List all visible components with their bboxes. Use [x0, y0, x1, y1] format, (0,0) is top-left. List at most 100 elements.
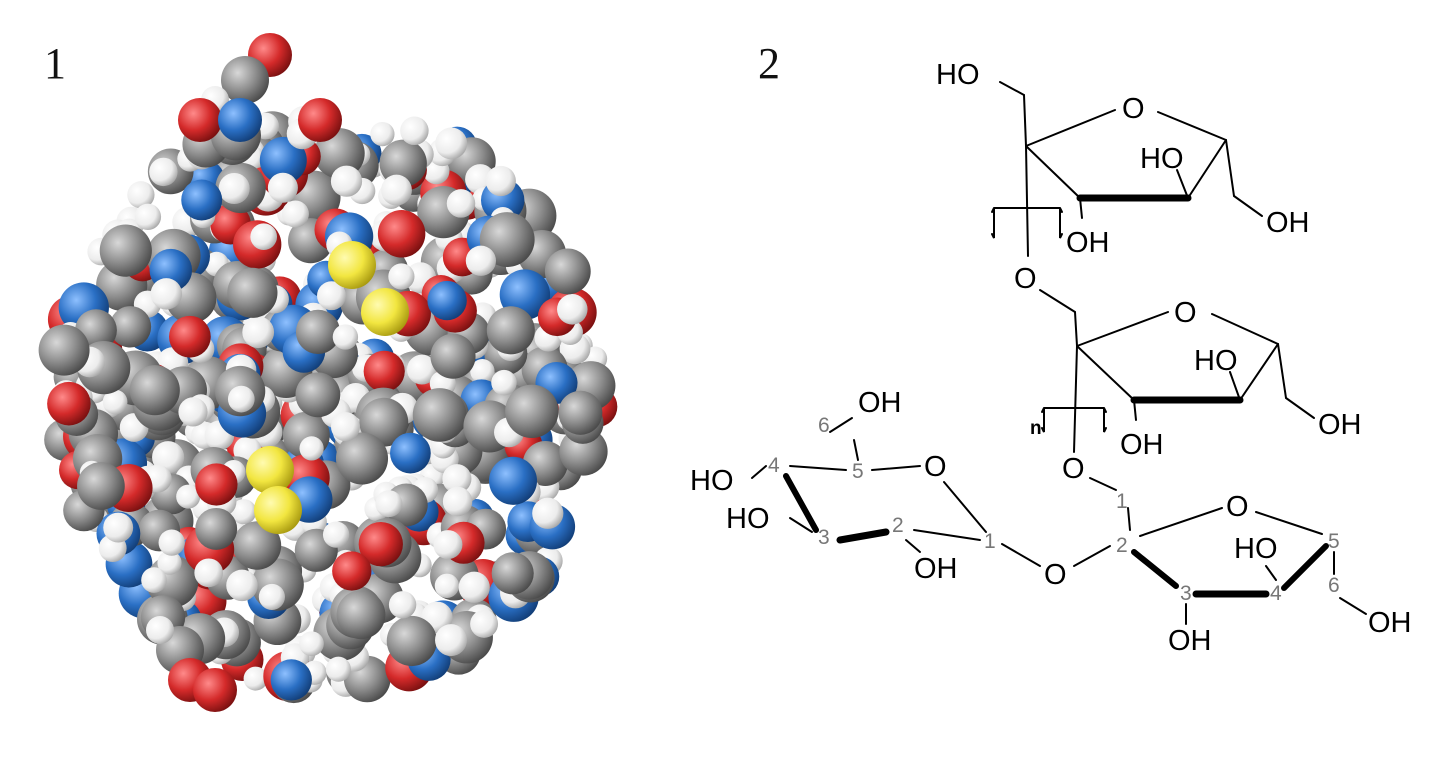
link-bond [1127, 507, 1131, 531]
repeat-n-label: n [1030, 418, 1042, 439]
atom-sphere [406, 354, 437, 385]
atom-sphere [150, 278, 183, 310]
glc-c3-ho-label: HO [726, 503, 770, 535]
glc-ring-bond [789, 465, 847, 471]
fru-ring-bond [1255, 511, 1323, 535]
fru-c3-oh-label: OH [1168, 625, 1212, 657]
atom-sphere [386, 615, 437, 667]
atom-sphere [400, 116, 429, 146]
atom-sphere [134, 203, 162, 230]
glc-ring-bold-bond [836, 528, 890, 544]
link-o1-label: O [1014, 263, 1037, 295]
atom-sphere [458, 571, 490, 603]
link-o2-label: O [1062, 453, 1085, 485]
fru-ring-bold-bond [1131, 549, 1179, 589]
fru-oh-bond [1265, 565, 1277, 581]
atom-sphere [505, 384, 559, 438]
atom-sphere [435, 624, 467, 657]
glc-c2-oh-label: OH [914, 553, 958, 585]
atom-sphere [129, 365, 180, 416]
atom-sphere [332, 324, 359, 350]
glc-num-3: 3 [818, 526, 830, 549]
atom-sphere [221, 56, 269, 104]
atom-sphere [243, 666, 268, 691]
atom-sphere [281, 200, 309, 228]
mid-ring-o-label: O [1174, 297, 1197, 329]
top-ring-bond [1157, 111, 1227, 141]
repeat-bracket-right-2 [1103, 407, 1107, 433]
fru-num-5: 5 [1328, 530, 1340, 553]
glc-c4-ho-label: HO [690, 465, 734, 497]
glc-c6-bond [829, 417, 853, 433]
atom-sphere [379, 139, 427, 187]
atom-sphere [370, 121, 395, 147]
atom-sphere [390, 432, 431, 474]
atom-sphere [250, 223, 278, 251]
atom-sphere [465, 245, 497, 276]
repeat-bracket-right [1059, 207, 1063, 239]
atom-sphere [181, 179, 223, 221]
mid-ring-oh-bottom-label: OH [1120, 429, 1164, 461]
atom-sphere [141, 567, 167, 593]
atom-sphere [178, 98, 222, 142]
atom-sphere [194, 558, 224, 588]
atom-sphere [227, 385, 255, 413]
atom-sphere [176, 484, 201, 509]
top-ring-o-label: O [1122, 93, 1145, 125]
top-ring-bond [1025, 109, 1116, 147]
glc-ring-bond [943, 481, 987, 533]
atom-sphere [322, 521, 350, 548]
fru-num-3: 3 [1180, 582, 1192, 605]
atom-sphere [486, 306, 535, 355]
repeat-bracket-left [991, 207, 995, 239]
mid-ring-bond [1076, 345, 1135, 401]
atom-sphere [99, 224, 152, 277]
atom-sphere [299, 436, 324, 461]
top-ch2oh-label: HO [936, 59, 980, 91]
sulfur-atom-sphere [328, 241, 376, 289]
mid-ch2-bond [1277, 343, 1287, 399]
atom-sphere [193, 668, 237, 712]
atom-sphere [335, 432, 389, 485]
glycosidic-o-label: O [1044, 559, 1067, 591]
top-ring-bond [1025, 145, 1081, 199]
fru-c6-oh-label: OH [1368, 607, 1412, 639]
fru-ring-bold-bond [1281, 543, 1329, 591]
mid-ring-ho-label: HO [1194, 345, 1238, 377]
atom-sphere [558, 390, 603, 435]
link-bond [1089, 477, 1117, 491]
atom-sphere [270, 659, 312, 701]
link-bond [1039, 289, 1076, 313]
mid-link-bond [1073, 345, 1078, 453]
mid-ch2-bond [1074, 311, 1078, 347]
atom-sphere [332, 551, 372, 591]
mid-ring-bond [1211, 313, 1279, 345]
atom-sphere [127, 181, 155, 209]
glc-oh-bond [905, 539, 921, 553]
atom-sphere [433, 530, 463, 560]
atom-sphere [242, 316, 275, 349]
atom-sphere [109, 306, 152, 348]
glc-ring-bond [871, 465, 921, 471]
atom-sphere [77, 462, 125, 510]
fru-ring-bond [1139, 507, 1223, 537]
atom-sphere [532, 497, 564, 529]
glc-ring-bold-bond [783, 473, 819, 533]
atom-sphere [325, 656, 351, 682]
glc-oh-bond [789, 517, 813, 533]
atom-sphere [442, 486, 473, 517]
atom-sphere [158, 529, 185, 556]
mid-oh-bond [1229, 371, 1241, 401]
glc-num-6: 6 [818, 414, 830, 437]
fru-num-4: 4 [1270, 582, 1282, 605]
atom-sphere [446, 189, 476, 218]
glc-num-5: 5 [852, 460, 864, 483]
atom-sphere [377, 210, 426, 258]
atom-sphere [195, 463, 238, 506]
glc-num-4: 4 [768, 454, 780, 477]
fru-num-1: 1 [1116, 490, 1128, 513]
atom-sphere [442, 464, 472, 494]
protein-space-filling-model [38, 33, 618, 712]
atom-sphere [258, 583, 285, 610]
